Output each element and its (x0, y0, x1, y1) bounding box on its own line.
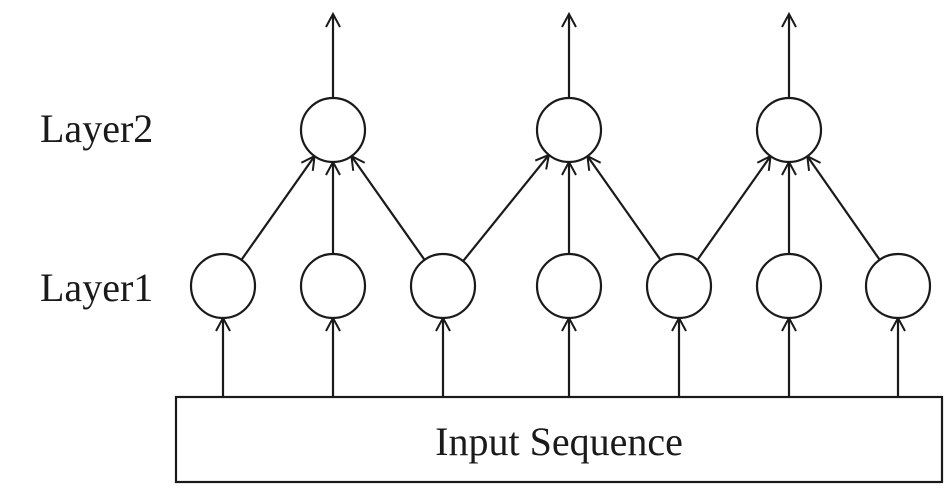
nodes-group (189, 96, 932, 320)
input-sequence-box (174, 395, 944, 484)
layer1-node-2 (299, 252, 367, 320)
input-sequence-label: Input Sequence (435, 419, 683, 464)
layer1-node-7 (864, 252, 932, 320)
layer2-node-1 (299, 96, 367, 164)
layer1-node-1 (189, 252, 257, 320)
layer2-label: Layer2 (40, 106, 153, 151)
layer1-node-5 (645, 252, 713, 320)
layer1-node-3 (409, 252, 477, 320)
layer2-node-2 (535, 96, 603, 164)
layer1-3-to-layer2-2-arrow (462, 155, 549, 262)
layer1-5-to-layer2-2-arrow (587, 156, 662, 261)
layer1-3-to-layer2-1-arrow (351, 156, 426, 261)
layer1-node-6 (755, 252, 823, 320)
layer1-7-to-layer2-3-arrow (807, 156, 881, 261)
layer1-5-to-layer2-3-arrow (696, 156, 770, 261)
layer1-node-4 (535, 252, 603, 320)
edges-group (223, 14, 898, 397)
layer1-1-to-layer2-1-arrow (240, 156, 314, 261)
layer2-node-3 (755, 96, 823, 164)
layer1-label: Layer1 (40, 265, 153, 310)
